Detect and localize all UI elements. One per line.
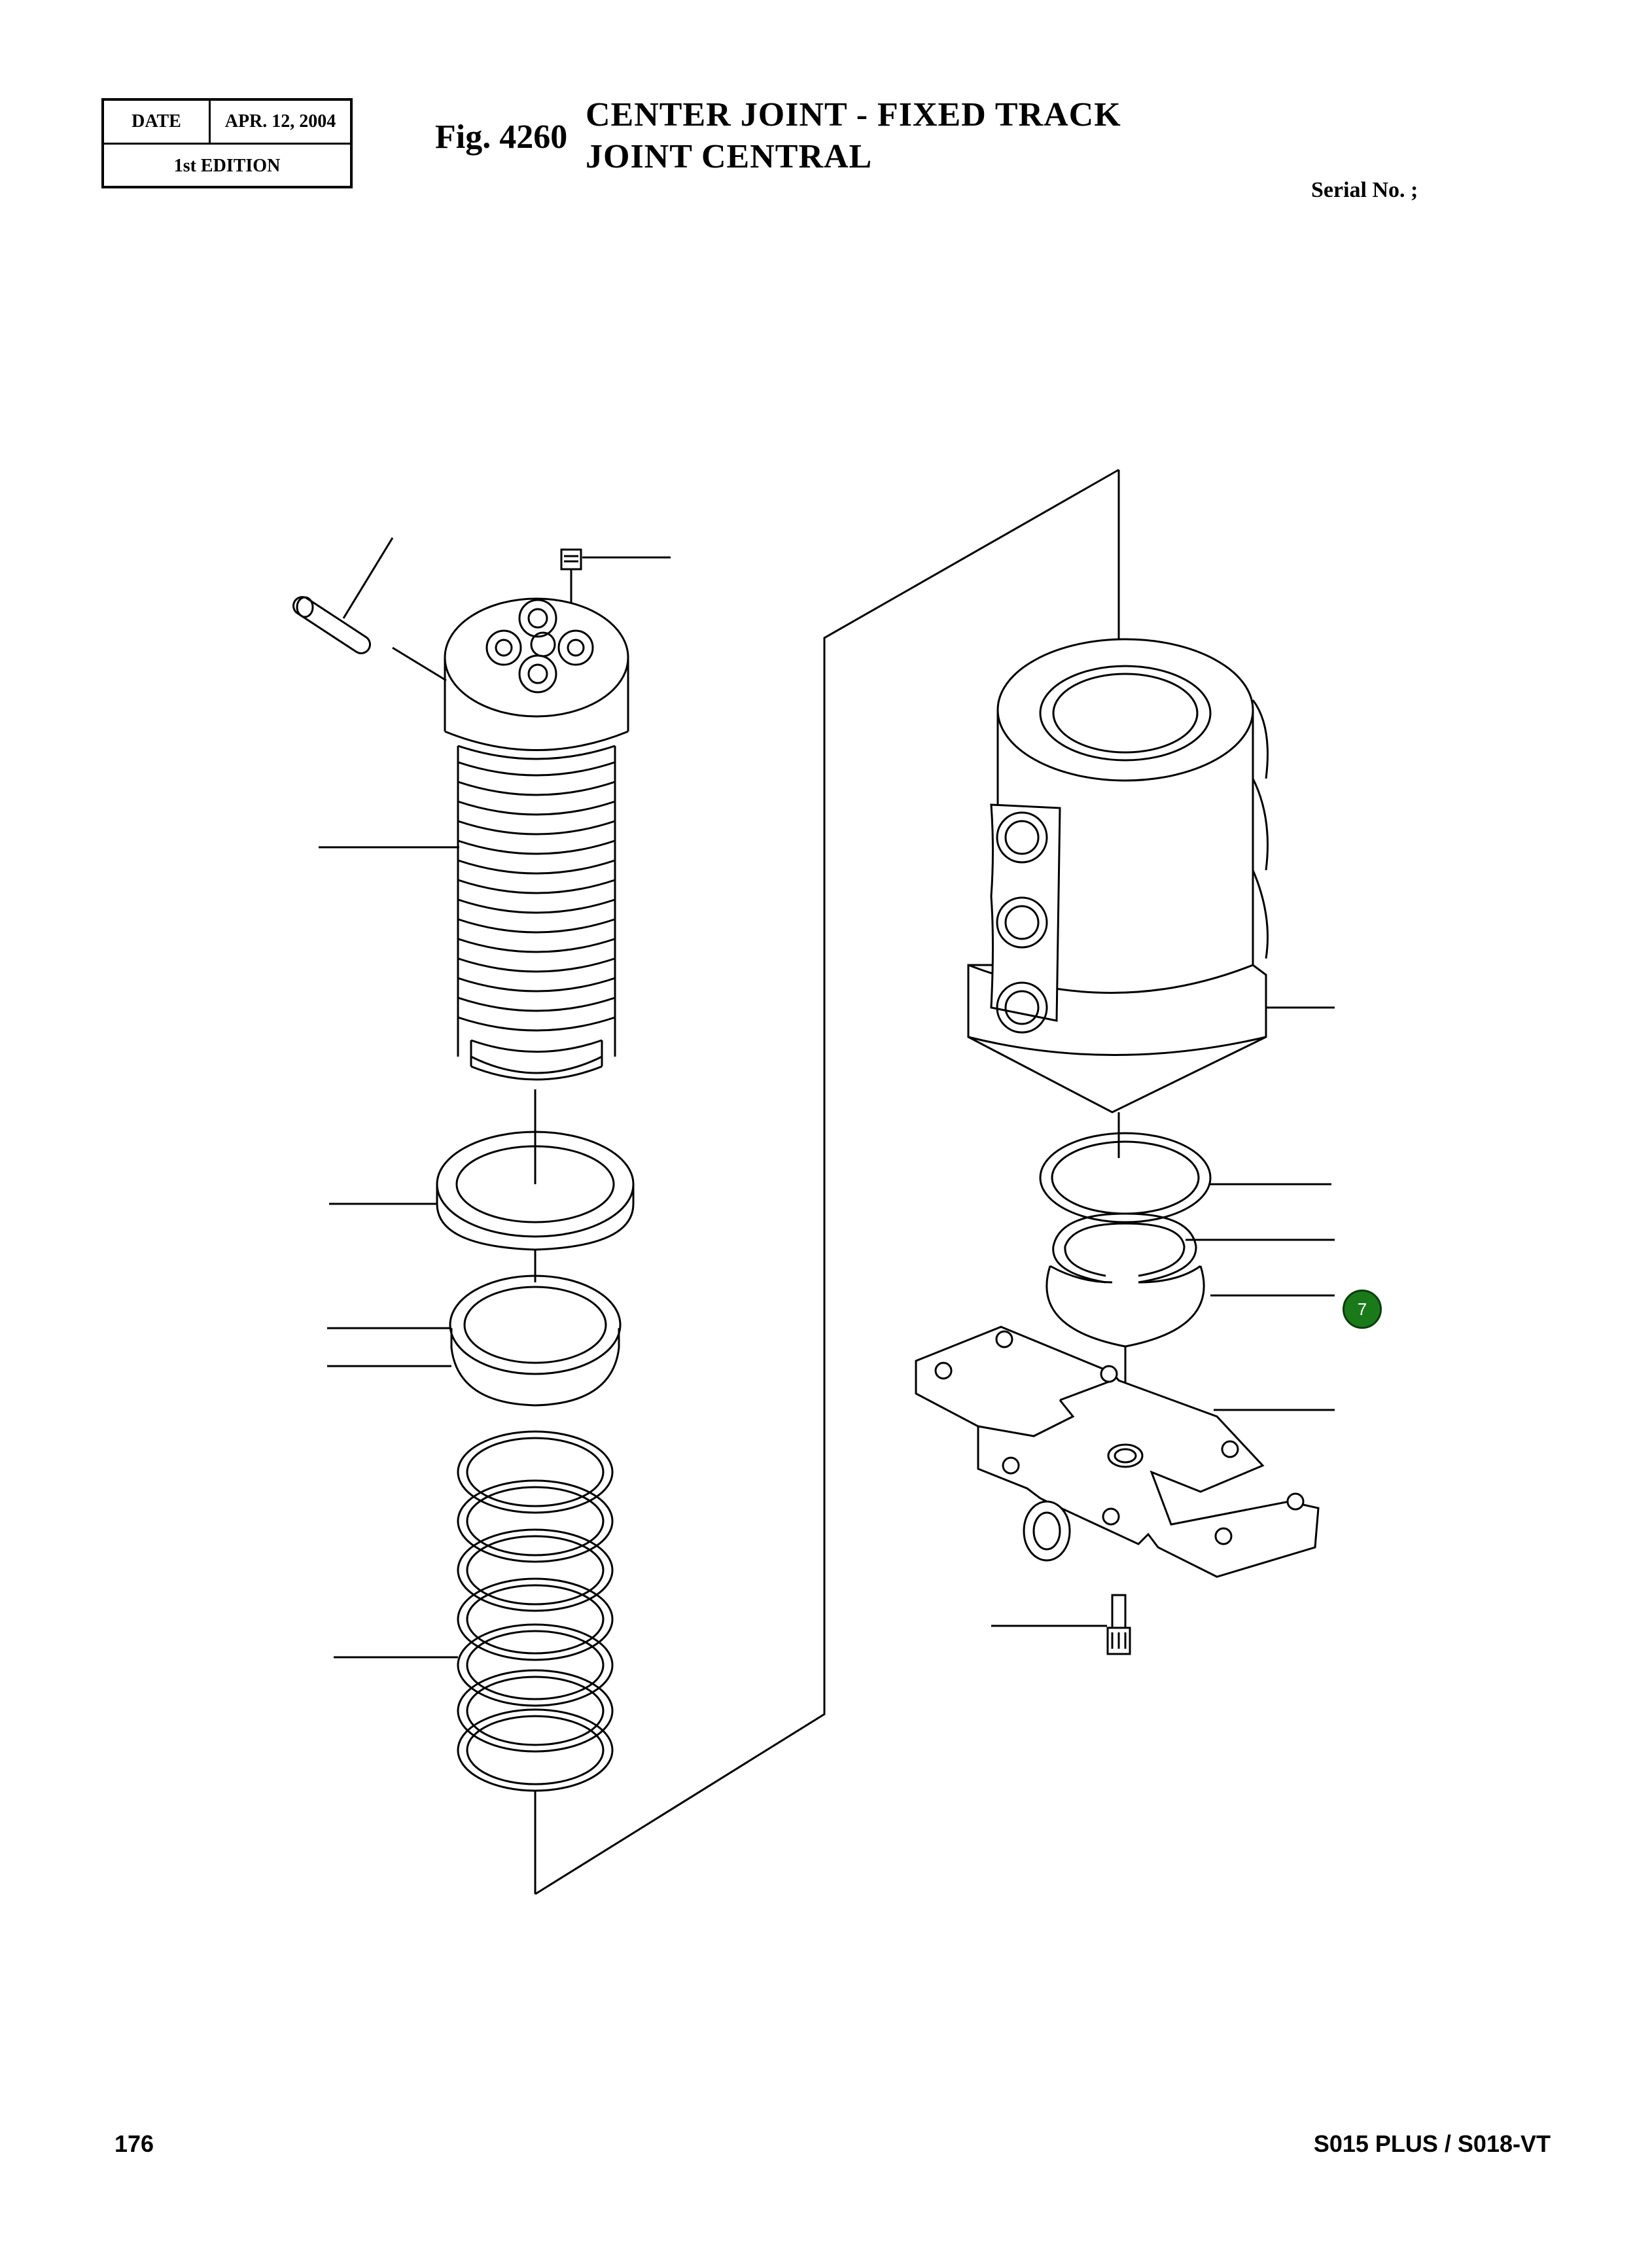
retainer-ring <box>1039 1132 1212 1223</box>
figure-number: Fig. 4260 <box>435 118 568 156</box>
spindle-head <box>444 597 629 751</box>
spindle-body <box>457 745 616 1081</box>
snap-ring <box>1052 1212 1197 1284</box>
date-value: APR. 12, 2004 <box>224 111 336 132</box>
page-subtitle: JOINT CENTRAL <box>586 138 873 175</box>
dust-cover <box>1046 1265 1205 1348</box>
page-title: CENTER JOINT - FIXED TRACK <box>586 96 1121 133</box>
leader-dowel-pin <box>342 537 394 619</box>
assembly-group-line <box>535 468 1119 1895</box>
o-ring-stack <box>457 1430 614 1792</box>
backup-ring-1 <box>450 1328 620 1407</box>
set-screw-top <box>560 548 582 571</box>
page-number: 176 <box>114 2130 154 2157</box>
joint-housing <box>967 638 1269 1114</box>
serial-number-label: Serial No. ; <box>1311 178 1418 202</box>
seal-ring-1 <box>449 1274 622 1375</box>
reference-callout-7[interactable]: 7 <box>1343 1290 1382 1329</box>
cap-bolt <box>1106 1594 1131 1655</box>
mounting-plate <box>915 1326 1320 1578</box>
edition-date-box: DATE APR. 12, 2004 1st EDITION <box>101 98 353 188</box>
date-label: DATE <box>104 101 211 143</box>
model-label: S015 PLUS / S018-VT <box>1313 2130 1551 2157</box>
leader-spindle-head <box>392 646 447 682</box>
dowel-pin <box>292 596 371 654</box>
edition-label: 1st EDITION <box>173 156 281 176</box>
